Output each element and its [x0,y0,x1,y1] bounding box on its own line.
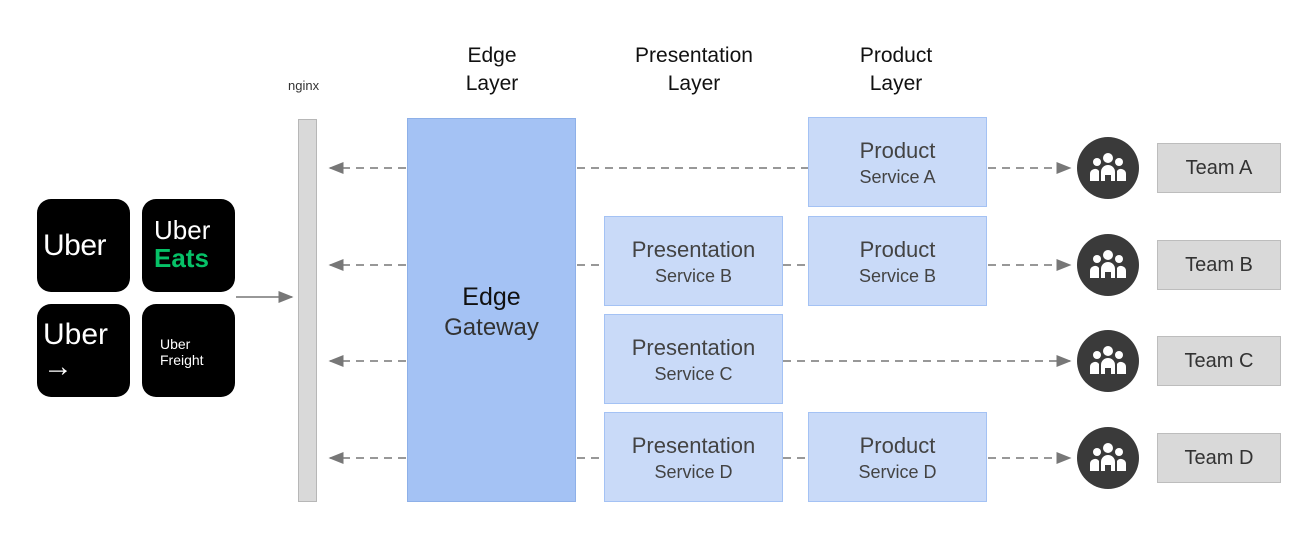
product-layer-header-line1: Product [859,44,933,67]
edge-gateway-title: Edge [462,283,521,311]
edge-gateway-box: Edge Gateway [407,118,576,502]
presentation-service-b-title: Presentation [631,237,756,262]
edge-gateway-subtitle: Gateway [444,314,539,341]
edge-layer-header-line2: Layer [465,72,519,95]
presentation-service-c-subtitle: Service C [654,364,733,384]
team-d-icon [1077,427,1139,489]
uber-eats-label-line1: Uber [154,215,211,245]
uber-freight-label-line2: Freight [160,352,204,368]
team-b-box: Team B [1157,240,1281,290]
team-a-box: Team A [1157,143,1281,193]
presentation-layer-header-line1: Presentation [635,44,753,67]
uber-arrow-label-line1: Uber [43,318,109,351]
presentation-service-b-box: Presentation Service B [604,216,783,306]
uber-eats-label-line2: Eats [154,243,209,273]
presentation-service-d-subtitle: Service D [654,462,733,482]
uber-arrow-app-icon: Uber → [37,304,130,397]
product-service-d-subtitle: Service D [858,462,937,482]
nginx-bar [298,119,317,502]
uber-app-icon: Uber [37,199,130,292]
presentation-layer-header-line2: Layer [667,72,721,95]
team-a-icon [1077,137,1139,199]
uber-eats-app-icon: Uber Eats [142,199,235,292]
team-c-icon [1077,330,1139,392]
product-service-d-box: Product Service D [808,412,987,502]
product-service-a-subtitle: Service A [859,167,936,187]
edge-layer-header: Edge Layer [432,42,552,98]
uber-freight-app-icon: Uber Freight [142,304,235,397]
team-d-box: Team D [1157,433,1281,483]
uber-arrow-label-line2: → [43,350,73,383]
product-layer-header-line2: Layer [869,72,923,95]
product-layer-header: Product Layer [836,42,956,98]
presentation-layer-header: Presentation Layer [614,42,774,98]
uber-freight-label-line1: Uber [160,336,191,352]
team-b-icon [1077,234,1139,296]
nginx-label: nginx [288,78,320,93]
presentation-service-c-title: Presentation [631,335,756,360]
presentation-service-c-box: Presentation Service C [604,314,783,404]
team-c-box: Team C [1157,336,1281,386]
presentation-service-d-box: Presentation Service D [604,412,783,502]
product-service-d-title: Product [859,433,936,458]
product-service-a-title: Product [859,138,936,163]
product-service-b-title: Product [859,237,936,262]
product-service-b-box: Product Service B [808,216,987,306]
product-service-b-subtitle: Service B [858,266,937,286]
presentation-service-d-title: Presentation [631,433,756,458]
product-service-a-box: Product Service A [808,117,987,207]
uber-app-label: Uber [43,229,107,262]
edge-layer-header-line1: Edge [467,44,517,67]
presentation-service-b-subtitle: Service B [654,266,733,286]
